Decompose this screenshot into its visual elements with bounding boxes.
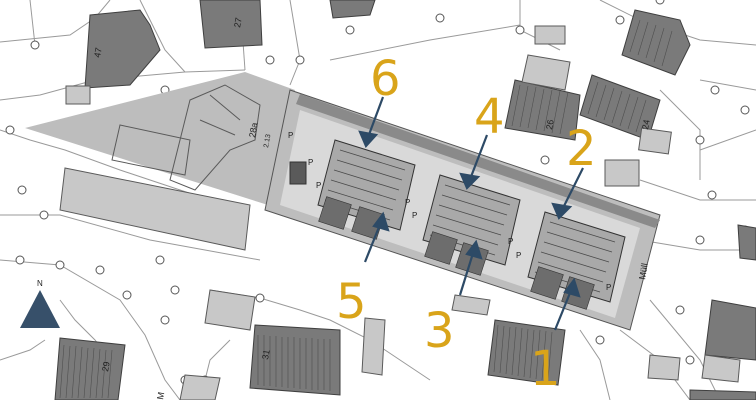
house-label-28a: 28a bbox=[247, 122, 259, 139]
waste-label: Müll bbox=[637, 262, 650, 280]
house-number-4: 4 bbox=[474, 89, 505, 145]
terraces bbox=[318, 196, 595, 310]
house-label-31: 31 bbox=[260, 349, 272, 361]
house-label-26: 26 bbox=[544, 119, 556, 131]
plot-dimension: 2.13 bbox=[263, 134, 272, 149]
parking-label: P bbox=[412, 211, 417, 220]
parking-label: P bbox=[516, 251, 521, 260]
parking-label: P bbox=[288, 131, 293, 140]
house-number-3: 3 bbox=[424, 303, 455, 359]
arrows bbox=[358, 96, 584, 331]
north-compass: N bbox=[20, 279, 60, 328]
house-numbers: 6 4 2 5 3 1 bbox=[336, 51, 597, 397]
arrow-3 bbox=[458, 239, 483, 296]
parking-label: P bbox=[508, 237, 513, 246]
parking-labels: P P P P P P P P bbox=[288, 131, 611, 292]
minor-buildings bbox=[59, 25, 741, 400]
compass-triangle bbox=[20, 290, 60, 328]
house-label-29: 29 bbox=[100, 361, 112, 373]
arrow-4 bbox=[459, 134, 489, 190]
house-label-27: 27 bbox=[232, 17, 244, 29]
arrow-5 bbox=[363, 211, 390, 263]
neighbour-buildings bbox=[54, 0, 756, 400]
parking-label: P bbox=[308, 158, 313, 167]
street-label-m: M bbox=[155, 391, 166, 400]
arrow-1 bbox=[553, 277, 581, 331]
street-labels: 47 27 28a 26 24 31 29 Müll M 2.13 bbox=[92, 17, 652, 400]
existing-building-28a bbox=[111, 84, 261, 191]
arrow-6 bbox=[358, 96, 385, 149]
roof-hatching bbox=[59, 19, 673, 399]
house-number-1: 1 bbox=[530, 341, 561, 397]
plot-west bbox=[25, 72, 295, 205]
garage-block bbox=[289, 161, 307, 185]
house-label-47: 47 bbox=[92, 47, 104, 59]
house-number-2: 2 bbox=[566, 121, 597, 177]
house-label-24: 24 bbox=[640, 119, 652, 131]
parking-label: P bbox=[405, 198, 410, 207]
compass-label: N bbox=[37, 279, 43, 288]
house-number-5: 5 bbox=[336, 274, 367, 330]
house-number-6: 6 bbox=[370, 51, 401, 107]
arrow-2 bbox=[551, 167, 584, 220]
parking-label: P bbox=[606, 283, 611, 292]
parking-label: P bbox=[316, 181, 321, 190]
